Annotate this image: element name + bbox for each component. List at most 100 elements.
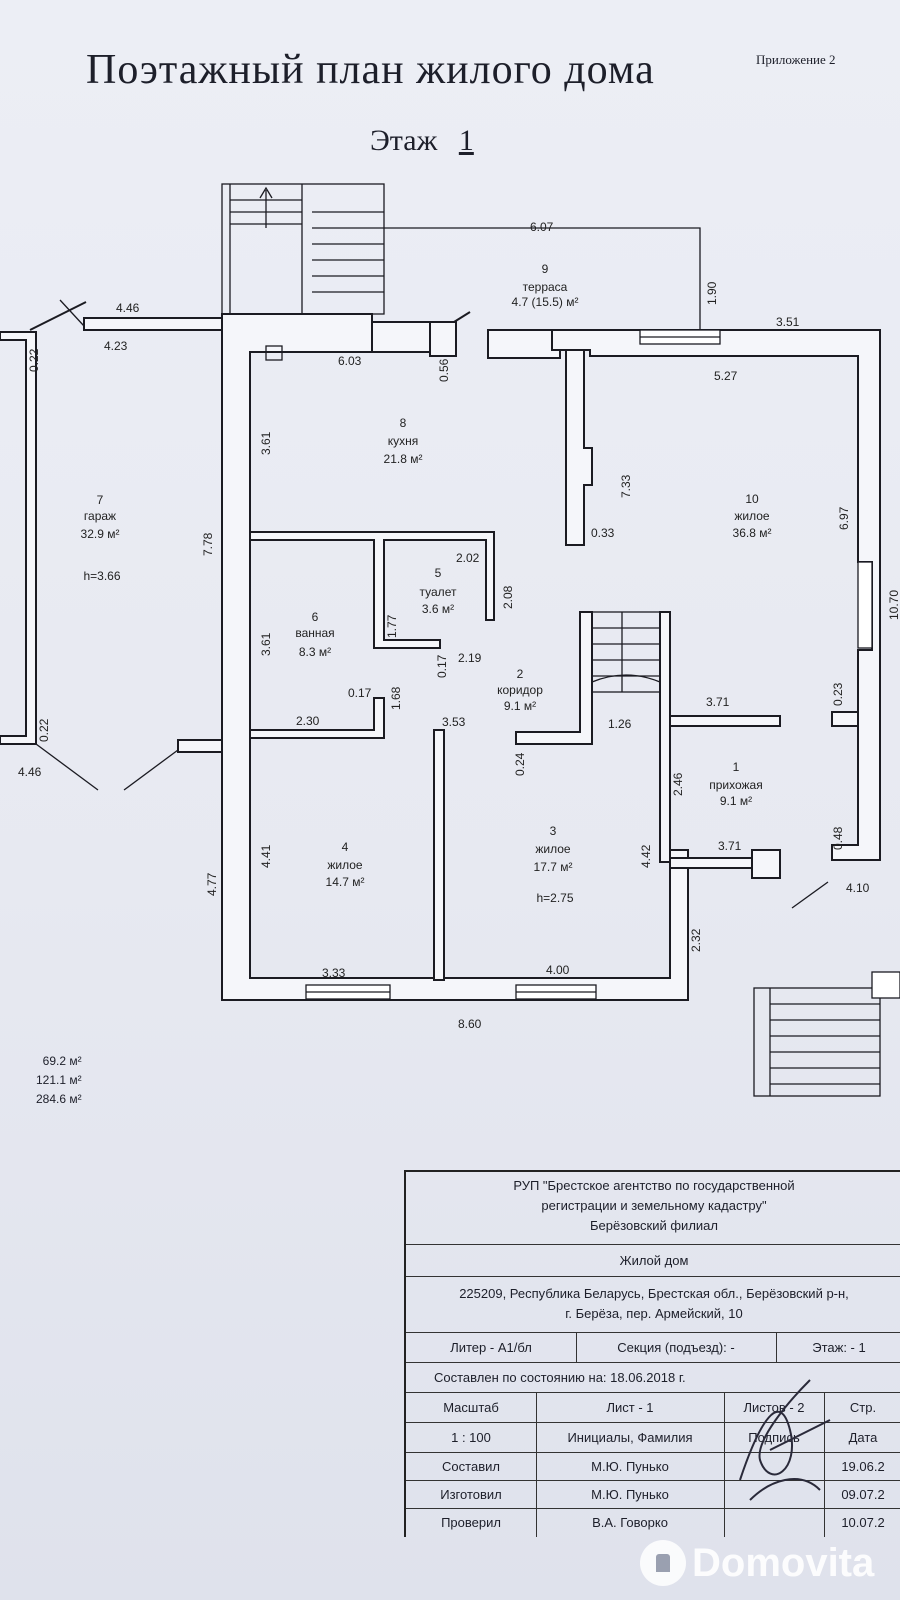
stamp-object-row: Жилой дом	[406, 1244, 900, 1277]
dim-label: 4.00	[546, 963, 570, 977]
section: Секция (подъезд): -	[617, 1339, 735, 1355]
header-scale: Масштаб	[443, 1399, 499, 1415]
floor-number: 1	[458, 124, 474, 157]
dim-label: 3.71	[706, 695, 730, 709]
dim-label: 2.30	[296, 714, 320, 728]
room-6-name: ванная	[295, 626, 334, 640]
room-1-area: 9.1 м²	[720, 794, 752, 808]
dim-label: 4.10	[846, 881, 870, 895]
dim-label: 0.24	[513, 752, 527, 776]
dim-label: 4.77	[205, 872, 219, 896]
floor-field: Этаж: - 1	[812, 1339, 866, 1355]
room-9-area: 4.7 (15.5) м²	[512, 295, 579, 309]
room-10-area: 36.8 м²	[733, 526, 772, 540]
room-2-num: 2	[517, 667, 524, 681]
address-line-1: 225209, Республика Беларусь, Брестская о…	[459, 1286, 849, 1301]
dim-label: 5.27	[714, 369, 738, 383]
address-line-2: г. Берёза, пер. Армейский, 10	[565, 1306, 743, 1321]
dim-label: 4.23	[104, 339, 128, 353]
room-5-num: 5	[435, 566, 442, 580]
dim-label: 0.33	[591, 526, 615, 540]
dim-label: 1.26	[608, 717, 632, 731]
inner-stairs	[591, 611, 661, 693]
header-sheet: Лист - 1	[606, 1399, 654, 1415]
total-living-area: 69.2 м²	[42, 1054, 82, 1068]
role-label: Составил	[442, 1458, 500, 1474]
dim-label: 3.61	[259, 632, 273, 656]
page-title: Поэтажный план жилого дома	[86, 47, 655, 93]
dim-label: 0.22	[37, 718, 51, 742]
dim-label: 4.46	[18, 765, 42, 779]
floor-plan: 1 прихожая 9.1 м² 2 коридор 9.1 м² 3 жил…	[0, 183, 900, 1097]
role-label: Проверил	[441, 1515, 501, 1530]
dim-label: 0.23	[831, 682, 845, 706]
watermark: Domovita	[640, 1540, 874, 1586]
dim-label: 0.56	[437, 358, 451, 382]
room-1-name: прихожая	[709, 778, 762, 792]
dim-label: 2.46	[671, 772, 685, 796]
header-names: Инициалы, Фамилия	[567, 1429, 693, 1445]
stamp-address-row: 225209, Республика Беларусь, Брестская о…	[406, 1276, 900, 1333]
dim-label: 1.77	[385, 614, 399, 638]
stamp-row-compiled: Составил М.Ю. Пунько 19.06.2	[406, 1452, 900, 1481]
room-7-area: 32.9 м²	[81, 527, 120, 541]
floor-label: Этаж	[370, 124, 438, 157]
sign-date: 19.06.2	[841, 1458, 885, 1474]
chimney-line	[453, 311, 471, 323]
sign-date: 09.07.2	[841, 1486, 885, 1502]
stamp-subheader-row: 1 : 100 Инициалы, Фамилия Подпись Дата	[406, 1422, 900, 1453]
room-5-area: 3.6 м²	[422, 602, 454, 616]
title-block: РУП "Брестское агентство по государствен…	[404, 1170, 900, 1537]
dim-label: 2.08	[501, 585, 515, 609]
room-7-name: гараж	[84, 509, 116, 523]
stamp-row-checked: Проверил В.А. Говорко 10.07.2	[406, 1508, 900, 1537]
room-8-num: 8	[400, 416, 407, 430]
floor-heading: Этаж 1	[370, 124, 474, 158]
handwritten-signature	[739, 1379, 831, 1501]
org-line-2: регистрации и земельному кадастру"	[541, 1198, 767, 1213]
room-1-num: 1	[733, 760, 740, 774]
watermark-text: Domovita	[692, 1540, 875, 1585]
room-2-name: коридор	[497, 683, 543, 697]
dim-label: 7.78	[201, 532, 215, 556]
terrace-outline	[384, 227, 701, 330]
room-10-num: 10	[745, 492, 759, 506]
dim-label: 4.46	[116, 301, 140, 315]
room-3-height: h=2.75	[536, 891, 573, 905]
windows	[305, 329, 873, 1000]
dim-label: 10.70	[887, 590, 900, 620]
room-labels: 1 прихожая 9.1 м² 2 коридор 9.1 м² 3 жил…	[81, 262, 772, 905]
room-4-num: 4	[342, 840, 349, 854]
person-name: М.Ю. Пунько	[591, 1486, 669, 1502]
stamp-date-row: Составлен по состоянию на: 18.06.2018 г.	[406, 1362, 900, 1393]
header-date: Дата	[848, 1429, 878, 1445]
role-label: Изготовил	[440, 1486, 502, 1502]
dim-label: 1.68	[389, 686, 403, 710]
room-6-num: 6	[312, 610, 319, 624]
room-7-height: h=3.66	[83, 569, 120, 583]
watermark-logo-icon	[640, 1540, 686, 1586]
object-name: Жилой дом	[619, 1252, 689, 1268]
room-7-num: 7	[97, 493, 104, 507]
person-name: В.А. Говорко	[592, 1515, 668, 1530]
dim-label: 1.90	[705, 281, 719, 305]
dimension-labels: 6.07 1.90 3.51 4.46 4.23 0.22 6.03 0.56 …	[18, 220, 900, 1031]
org-line-3: Берёзовский филиал	[590, 1218, 718, 1233]
dim-label: 6.97	[837, 506, 851, 530]
total-building-area: 284.6 м²	[36, 1092, 82, 1106]
person-name: М.Ю. Пунько	[591, 1458, 669, 1474]
room-9-num: 9	[542, 262, 549, 276]
total-area: 121.1 м²	[36, 1073, 82, 1087]
room-5-name: туалет	[420, 585, 457, 599]
state-date: Составлен по состоянию на: 18.06.2018 г.	[434, 1369, 686, 1385]
house-walls	[221, 313, 881, 1001]
dim-label: 7.33	[619, 474, 633, 498]
dim-label: 2.02	[456, 551, 480, 565]
sign-date: 10.07.2	[841, 1515, 885, 1530]
room-8-area: 21.8 м²	[384, 452, 423, 466]
room-3-name: жилое	[535, 842, 571, 856]
dim-label: 3.61	[259, 431, 273, 455]
room-3-num: 3	[550, 824, 557, 838]
room-10-name: жилое	[734, 509, 770, 523]
